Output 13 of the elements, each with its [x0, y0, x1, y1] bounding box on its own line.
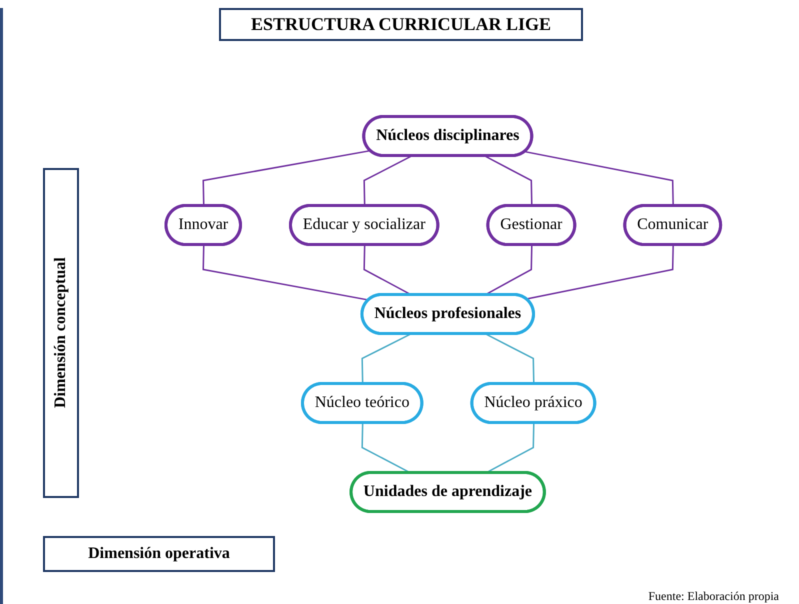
connector — [361, 333, 411, 384]
connector — [524, 150, 674, 206]
connector — [485, 333, 534, 384]
title-box: ESTRUCTURA CURRICULAR LIGE — [218, 8, 584, 41]
connector — [363, 155, 412, 206]
connector — [202, 150, 370, 206]
connector — [484, 155, 532, 206]
source-caption: Fuente: Elaboración propia — [648, 589, 779, 604]
connector — [526, 244, 674, 300]
dimension-box: Dimensión operativa — [43, 536, 275, 572]
connector — [363, 244, 412, 296]
dimension-box: Dimensión conceptual — [43, 168, 79, 498]
connector — [202, 244, 369, 301]
